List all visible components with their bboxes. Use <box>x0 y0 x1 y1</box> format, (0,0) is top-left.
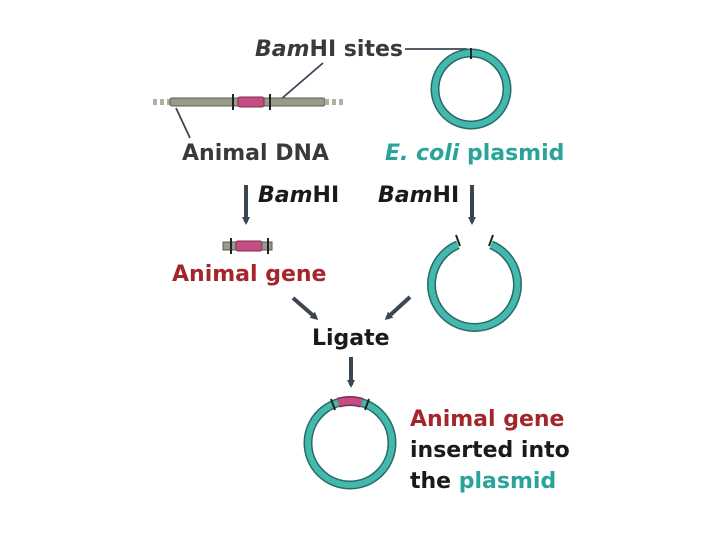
ligate-arrow-left <box>291 296 319 320</box>
animal-gene-label: Animal gene <box>172 262 326 287</box>
enzyme-left-rest: HI <box>313 183 340 208</box>
bamhi-sites-italic: Bam <box>255 37 310 62</box>
ligate-arrow-right <box>384 295 412 321</box>
bamhi-sites-rest: HI sites <box>310 37 403 62</box>
animal-dna-label: Animal DNA <box>182 141 329 166</box>
ecoli-plasmid <box>430 48 512 130</box>
gene-segment <box>237 96 265 108</box>
bamhi-sites-label: BamHI sites <box>255 37 403 62</box>
ligate-label: Ligate <box>312 326 390 351</box>
leader-to-animal-dna <box>175 107 191 139</box>
ecoli-italic: E. coli <box>385 141 460 166</box>
enzyme-left-label: BamHI <box>258 183 339 208</box>
ecoli-rest: plasmid <box>459 141 564 166</box>
animal-dna-strand <box>153 94 343 110</box>
ecoli-plasmid-label: E. coli plasmid <box>385 141 564 166</box>
result-line3: the plasmid <box>410 469 556 494</box>
result-line1: Animal gene <box>410 407 564 432</box>
enzyme-left-italic: Bam <box>258 183 313 208</box>
enzyme-right-label: BamHI <box>378 183 459 208</box>
opened-plasmid <box>427 234 522 332</box>
enzyme-right-rest: HI <box>433 183 460 208</box>
animal-gene-fragment <box>222 238 273 254</box>
result-line3-black: the <box>410 469 459 494</box>
recombinant-plasmid <box>303 396 397 490</box>
result-line3-teal: plasmid <box>459 469 556 494</box>
result-line2: inserted into <box>410 438 570 463</box>
enzyme-right-italic: Bam <box>378 183 433 208</box>
leader-to-dna <box>279 62 324 101</box>
